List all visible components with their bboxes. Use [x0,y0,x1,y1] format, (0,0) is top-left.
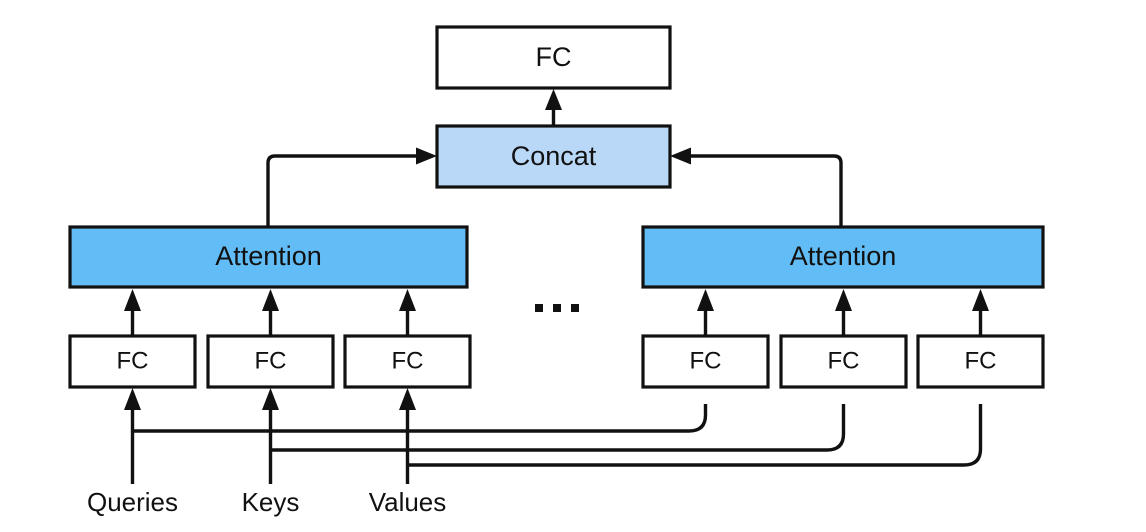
node-fc-right-queries[interactable]: FC [641,334,770,389]
ellipsis-dot-2 [553,304,561,312]
arrowhead-up-icon [399,289,416,311]
concat-label: Concat [511,141,597,171]
node-fc-left-queries[interactable]: FC [68,334,197,389]
arrowhead-up-icon [262,388,279,410]
edge-keys-to-right-head [270,404,846,452]
ellipsis-dot-3 [571,304,579,312]
input-label-keys: Keys [242,487,300,517]
arrowhead-up-icon [835,289,852,311]
edge-keys-stem [262,388,279,484]
fc-right-values-rect [916,334,1045,389]
edge-queries-to-right-head [132,404,708,433]
arrowhead-up-icon [697,289,714,311]
ellipsis-dot-1 [535,304,543,312]
fc-left-keys-label: FC [255,347,287,374]
arrowhead-up-icon [262,289,279,311]
attention-left-label: Attention [215,241,322,271]
concat-rect [435,124,672,189]
attention-left-rect [68,225,469,289]
attention-right-label: Attention [790,241,897,271]
edge-attention-left-to-concat [266,147,437,227]
edge-concat-to-output-fc [545,89,562,126]
arrowhead-up-icon [124,289,141,311]
input-label-values: Values [369,487,447,517]
edge-fc-left-q-to-attention [124,289,141,336]
arrowhead-up-icon [399,388,416,410]
edge-values-stem [399,388,416,484]
edge-fc-right-k-to-attention [835,289,852,336]
output-fc-label: FC [536,42,572,72]
fc-right-keys-rect [779,334,908,389]
input-label-queries: Queries [87,487,178,517]
edge-fc-right-q-to-attention [697,289,714,336]
edge-fc-right-v-to-attention [972,289,989,336]
node-output-fc[interactable]: FC [435,25,672,90]
fc-left-values-label: FC [392,347,424,374]
attention-right-rect [641,225,1045,289]
arrowhead-up-icon [972,289,989,311]
arrowhead-right-icon [416,147,437,165]
edge-values-to-right-head [407,404,983,467]
fc-left-queries-label: FC [117,347,149,374]
fc-left-values-rect [343,334,472,389]
node-attention-right[interactable]: Attention [641,225,1045,289]
fc-right-queries-label: FC [690,347,722,374]
fc-right-queries-rect [641,334,770,389]
arrowhead-up-icon [124,388,141,410]
node-fc-left-keys[interactable]: FC [206,334,335,389]
edge-queries-stem [124,388,141,484]
fc-left-queries-rect [68,334,197,389]
fc-right-values-label: FC [965,347,997,374]
fc-left-keys-rect [206,334,335,389]
node-fc-right-values[interactable]: FC [916,334,1045,389]
arrowhead-left-icon [670,147,691,165]
node-attention-left[interactable]: Attention [68,225,469,289]
edge-fc-left-k-to-attention [262,289,279,336]
arrowhead-up-icon [545,89,562,110]
node-fc-left-values[interactable]: FC [343,334,472,389]
node-concat[interactable]: Concat [435,124,672,189]
fc-right-keys-label: FC [828,347,860,374]
node-fc-right-keys[interactable]: FC [779,334,908,389]
ellipsis-between-heads [535,304,579,312]
output-fc-rect [435,25,672,90]
edge-fc-left-v-to-attention [399,289,416,336]
edge-attention-right-to-concat [670,147,843,227]
